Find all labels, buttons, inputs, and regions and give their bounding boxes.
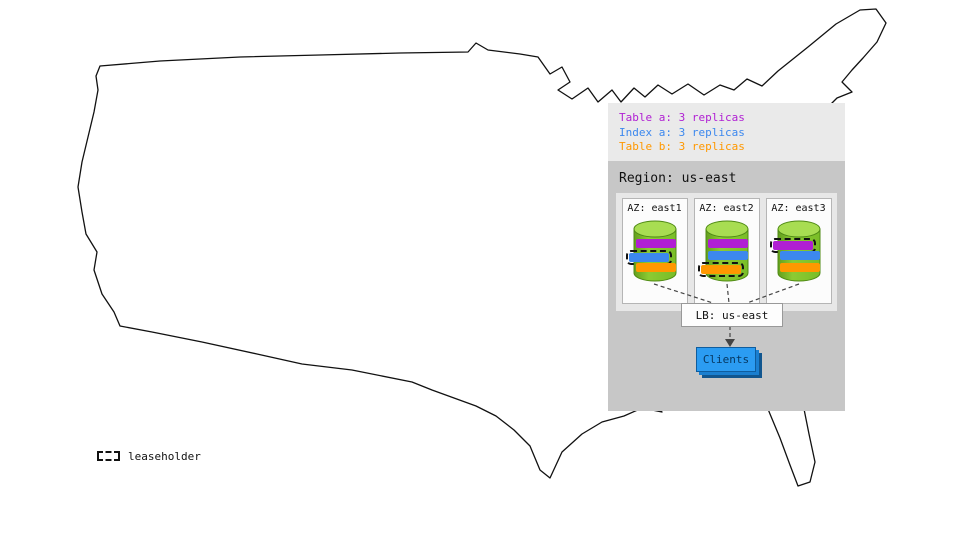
replica-index-a xyxy=(779,251,820,260)
az-label: AZ: east3 xyxy=(771,203,826,214)
replica-index-a xyxy=(707,251,748,260)
region-panel: Region: us-east AZ: east1 AZ: east2 AZ: … xyxy=(608,161,845,411)
replica-table-a xyxy=(635,239,676,248)
az-label: AZ: east1 xyxy=(627,203,682,214)
region-title: Region: us-east xyxy=(619,171,737,186)
clients-box: Clients xyxy=(696,347,756,372)
replica-table-a xyxy=(707,239,748,248)
leaseholder-key-label: leaseholder xyxy=(128,450,201,463)
replica-legend-panel: Table a: 3 replicas Index a: 3 replicas … xyxy=(608,103,845,161)
replica-index-a xyxy=(625,250,672,265)
az-box-east2: AZ: east2 xyxy=(693,198,760,304)
load-balancer-box: LB: us-east xyxy=(681,303,783,327)
legend-item-index-a: Index a: 3 replicas xyxy=(619,125,745,139)
az-label: AZ: east2 xyxy=(699,203,754,214)
az-box-east3: AZ: east3 xyxy=(765,198,832,304)
legend-item-table-a: Table a: 3 replicas xyxy=(619,111,745,124)
az-panel: AZ: east1 AZ: east2 AZ: east3 xyxy=(616,193,837,311)
replica-table-a xyxy=(769,238,816,253)
leaseholder-key-swatch xyxy=(97,451,120,461)
az-box-east1: AZ: east1 xyxy=(621,198,688,304)
legend-item-table-b: Table b: 3 replicas xyxy=(619,140,745,153)
database-cylinder-icon xyxy=(633,220,676,282)
replica-table-b xyxy=(697,262,744,277)
replica-table-b xyxy=(635,263,676,272)
replica-table-b xyxy=(779,263,820,272)
